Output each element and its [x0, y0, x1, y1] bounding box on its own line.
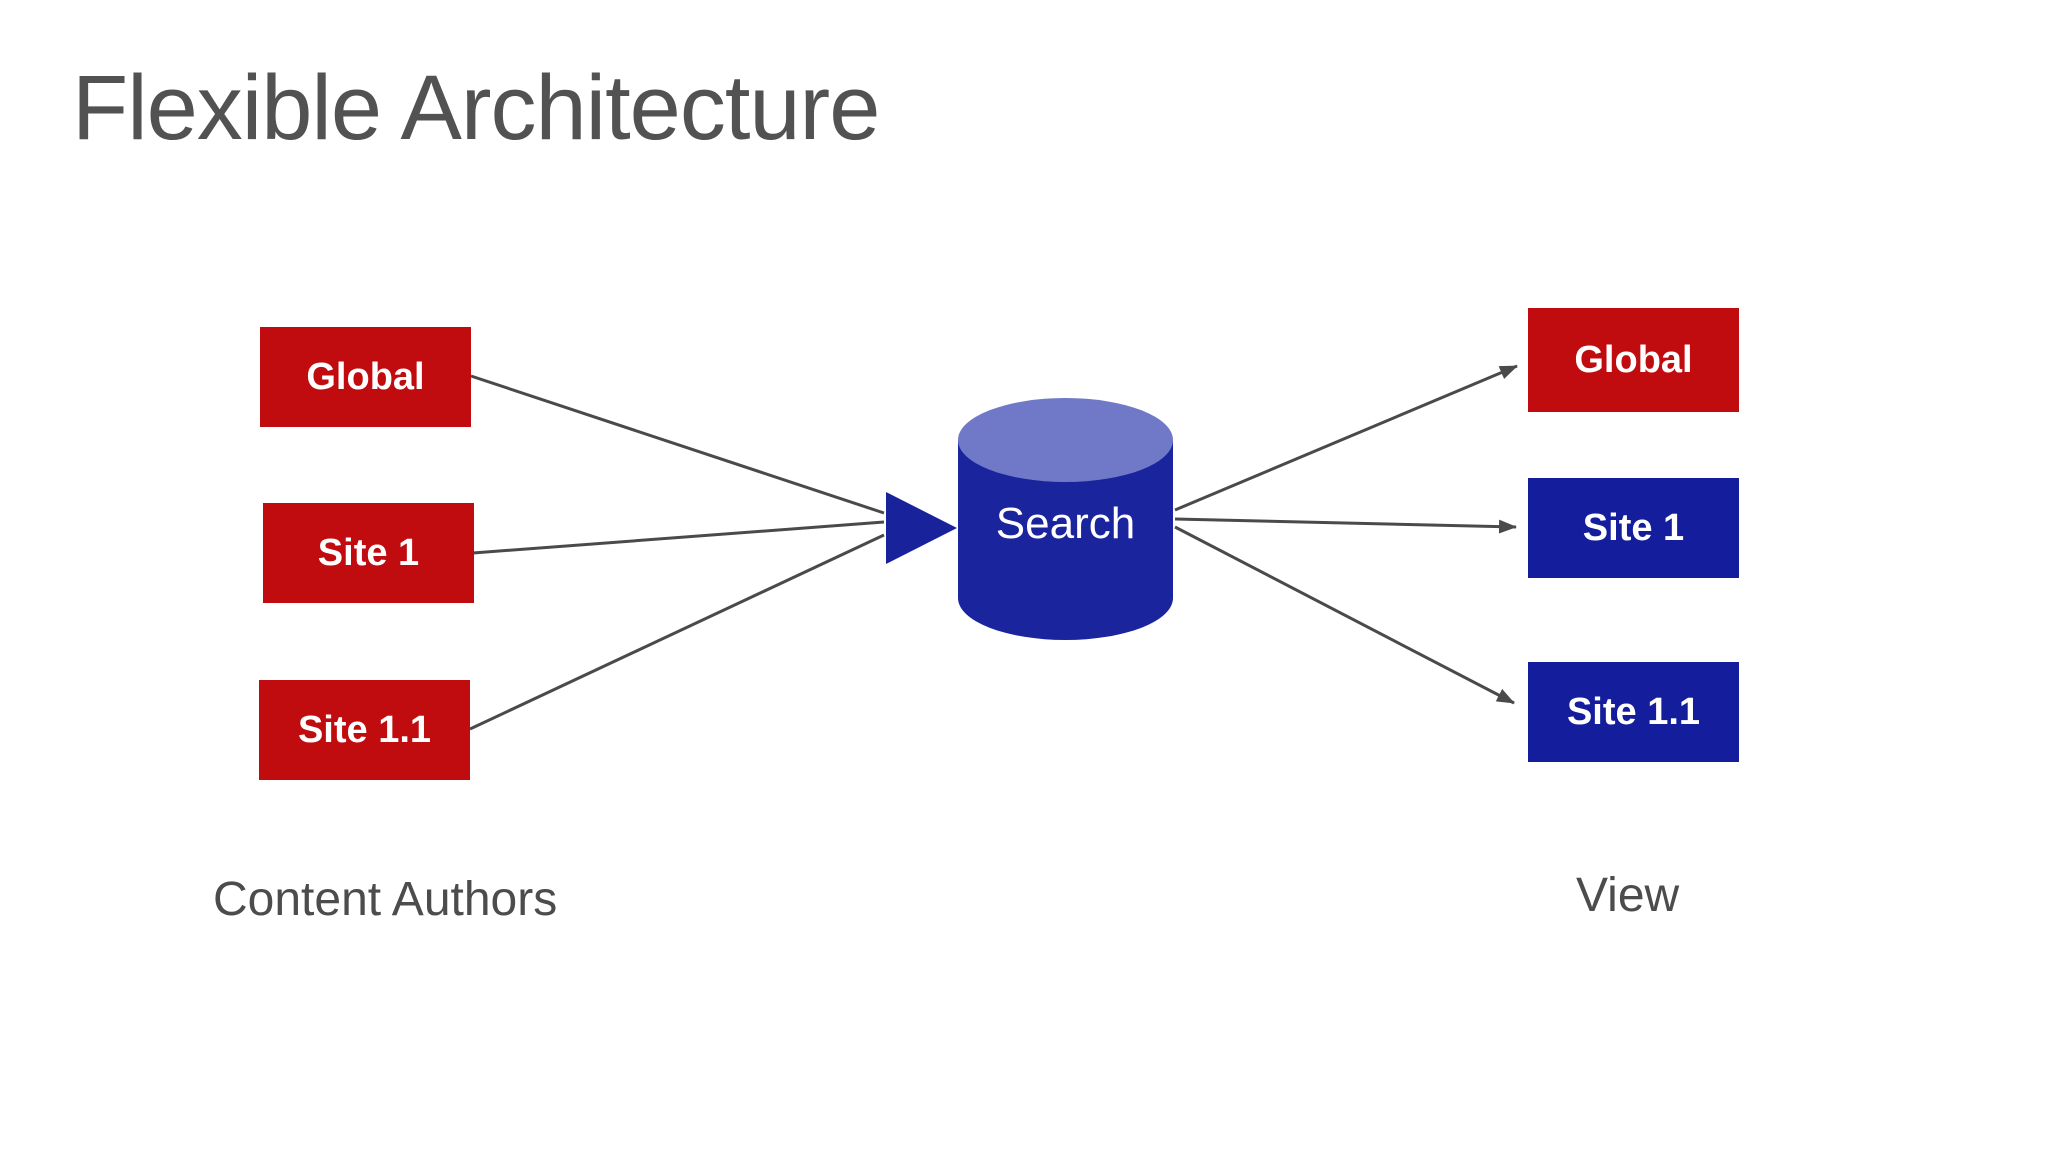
source-box-site11: Site 1.1 [259, 680, 470, 780]
connector-global-to-search [470, 374, 885, 515]
left-group-caption: Content Authors [213, 873, 558, 926]
connector-site1-to-search [472, 520, 885, 555]
slide-title: Flexible Architecture [72, 57, 880, 159]
source-box-global-label: Global [306, 355, 425, 398]
connector-search-to-global [1174, 364, 1518, 512]
view-box-global-label: Global [1574, 338, 1693, 381]
view-box-global: Global [1528, 308, 1739, 412]
connector-search-to-site11 [1174, 525, 1515, 705]
search-db-cylinder [958, 398, 1173, 640]
view-box-site11-label: Site 1.1 [1566, 690, 1701, 733]
view-box-site11: Site 1.1 [1528, 662, 1739, 762]
source-box-site1-label: Site 1 [317, 531, 420, 574]
view-box-site1-label: Site 1 [1582, 506, 1685, 549]
cylinder-top [958, 398, 1173, 482]
source-box-global: Global [260, 327, 471, 427]
right-group-caption: View [1576, 869, 1680, 922]
connector-site11-to-search [469, 533, 885, 731]
source-box-site1: Site 1 [263, 503, 474, 603]
search-db-label: Search [995, 499, 1136, 548]
source-box-site11-label: Site 1.1 [297, 708, 432, 751]
view-box-site1: Site 1 [1528, 478, 1739, 578]
flow-triangle-icon [886, 492, 957, 564]
connector-search-to-site1 [1174, 517, 1517, 534]
